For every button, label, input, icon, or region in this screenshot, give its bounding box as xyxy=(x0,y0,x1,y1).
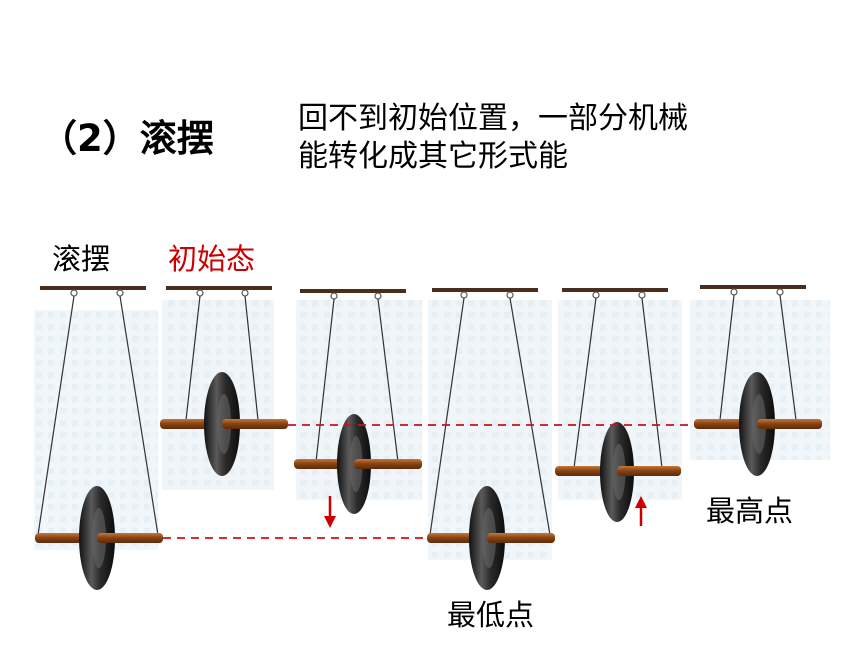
support-bar xyxy=(166,286,272,290)
string xyxy=(573,297,597,469)
lowest-point-label: 最低点 xyxy=(447,598,535,632)
pendulum-frame-1 xyxy=(35,286,163,590)
string xyxy=(244,295,259,421)
support-bar xyxy=(432,288,538,292)
down-arrow-icon xyxy=(324,496,336,528)
pendulum-frame-4 xyxy=(427,288,555,590)
string xyxy=(185,295,201,421)
pendulum-frame-5 xyxy=(555,288,681,526)
support-bar xyxy=(40,286,146,290)
pendulum-frame-3 xyxy=(294,289,422,528)
string xyxy=(641,297,663,469)
support-bar xyxy=(700,285,806,289)
string xyxy=(719,294,735,421)
description-line-2: 能转化成其它形式能 xyxy=(298,139,568,174)
pendulum-label: 滚摆 xyxy=(52,242,111,276)
string xyxy=(37,295,75,536)
initial-state-label: 初始态 xyxy=(168,242,256,276)
support-bar xyxy=(300,289,406,293)
pendulum-frame-6 xyxy=(694,285,822,476)
string xyxy=(377,298,399,463)
highest-point-label: 最高点 xyxy=(706,494,794,528)
support-bar xyxy=(562,288,668,292)
description: 回不到初始位置，一部分机械 能转化成其它形式能 xyxy=(298,100,768,176)
string xyxy=(509,297,551,536)
string xyxy=(315,298,335,463)
description-line-1: 回不到初始位置，一部分机械 xyxy=(298,101,688,136)
string xyxy=(779,294,797,421)
pendulum-frame-2 xyxy=(160,286,288,476)
string xyxy=(119,295,159,536)
section-heading: （2）滚摆 xyxy=(40,117,214,160)
up-arrow-icon xyxy=(635,496,647,526)
string xyxy=(429,297,465,536)
